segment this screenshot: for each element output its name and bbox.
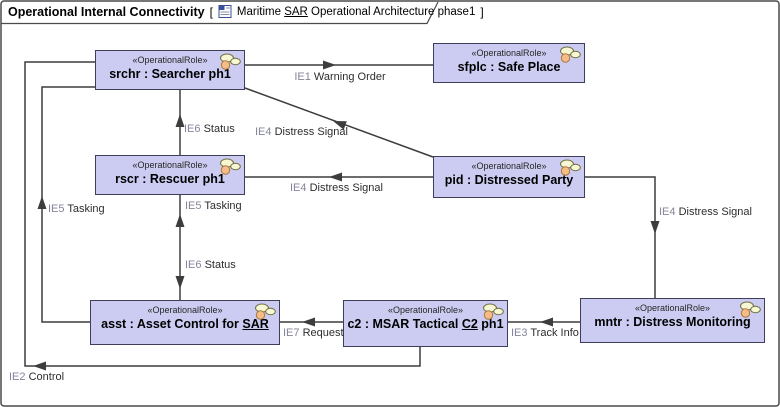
connector-ie1-warning-order[interactable]	[245, 60, 433, 70]
node-pid-distressed-party[interactable]: «OperationalRole» pid : Distressed Party	[433, 156, 585, 198]
connector-ie6-status-rscr-srchr[interactable]	[175, 90, 185, 155]
node-sfplc-safe-place[interactable]: «OperationalRole» sfplc : Safe Place	[433, 43, 585, 83]
edge-label-ie1-warning-order[interactable]: IE1 Warning Order	[294, 71, 386, 83]
node-name: c2 : MSAR Tactical C2 ph1	[347, 317, 504, 331]
node-stereotype: «OperationalRole»	[634, 303, 711, 313]
operational-role-icon	[559, 46, 581, 63]
node-stereotype: «OperationalRole»	[471, 161, 547, 171]
operational-role-icon	[739, 301, 761, 318]
node-stereotype: «OperationalRole»	[147, 305, 223, 315]
title-bracket-open: [	[209, 4, 213, 19]
edge-label-ie4-distress-signal-rscr[interactable]: IE4 Distress Signal	[290, 182, 383, 194]
diagram-subtitle: Maritime SAR Operational Architecture ph…	[236, 5, 476, 18]
diagram-title: Operational Internal Connectivity	[8, 4, 205, 19]
connector-ie4-distress-signal-pid-mntr[interactable]	[585, 176, 660, 299]
node-name: mntr : Distress Monitoring	[594, 315, 751, 329]
edge-label-ie7-request[interactable]: IE7 Request	[283, 327, 344, 339]
operational-role-icon	[482, 303, 504, 320]
connector-ie2-control-c2-srchr[interactable]	[24, 61, 421, 371]
node-c2-msar-tactical[interactable]: «OperationalRole» c2 : MSAR Tactical C2 …	[343, 300, 508, 347]
connector-ie6-status-rscr-asst[interactable]	[175, 276, 185, 289]
node-asst-asset-control[interactable]: «OperationalRole» asst : Asset Control f…	[90, 300, 280, 345]
connector-ie3-track-info-mntr-c2[interactable]	[508, 317, 580, 327]
node-stereotype: «OperationalRole»	[132, 160, 208, 170]
operational-role-icon	[254, 303, 276, 320]
node-name: sfplc : Safe Place	[457, 60, 561, 74]
node-srchr-searcher[interactable]: «OperationalRole» srchr : Searcher ph1	[95, 50, 245, 90]
node-stereotype: «OperationalRole»	[132, 55, 208, 65]
connector-ie7-request-c2-asst[interactable]	[280, 317, 343, 327]
diagram-title-bar: Operational Internal Connectivity [ Mari…	[8, 0, 484, 23]
edge-label-ie4-distress-signal-srchr[interactable]: IE4 Distress Signal	[255, 126, 348, 138]
diagram-title-pentagon	[1, 1, 439, 25]
edge-label-ie4-distress-signal-mntr[interactable]: IE4 Distress Signal	[659, 206, 752, 218]
operational-role-icon	[559, 159, 581, 176]
edge-label-ie6-status-asst[interactable]: IE6 Status	[185, 259, 236, 271]
diagram-type-icon	[218, 4, 232, 19]
node-name: pid : Distressed Party	[444, 173, 574, 187]
operational-role-icon	[219, 158, 241, 175]
connector-ie4-distress-signal-pid-rscr[interactable]	[245, 172, 433, 182]
edge-label-ie5-tasking-rscr[interactable]: IE5 Tasking	[185, 200, 242, 212]
connector-ie4-distress-signal-pid-srchr[interactable]	[244, 87, 434, 158]
operational-role-icon	[219, 53, 241, 70]
node-name: asst : Asset Control for SAR	[101, 317, 269, 331]
edge-label-ie6-status-srchr[interactable]: IE6 Status	[184, 123, 235, 135]
node-stereotype: «OperationalRole»	[387, 305, 464, 315]
node-name: rscr : Rescuer ph1	[115, 172, 225, 186]
edge-label-ie5-tasking-srchr[interactable]: IE5 Tasking	[48, 203, 105, 215]
title-bracket-close: ]	[480, 4, 484, 19]
node-stereotype: «OperationalRole»	[471, 48, 547, 58]
node-name: srchr : Searcher ph1	[109, 67, 231, 81]
edge-label-ie3-track-info[interactable]: IE3 Track Info	[511, 327, 579, 339]
node-mntr-distress-monitoring[interactable]: «OperationalRole» mntr : Distress Monito…	[580, 298, 765, 343]
connector-ie5-tasking-asst-srchr[interactable]	[37, 86, 96, 323]
edge-label-ie2-control[interactable]: IE2 Control	[9, 371, 65, 383]
node-rscr-rescuer[interactable]: «OperationalRole» rscr : Rescuer ph1	[95, 155, 245, 195]
